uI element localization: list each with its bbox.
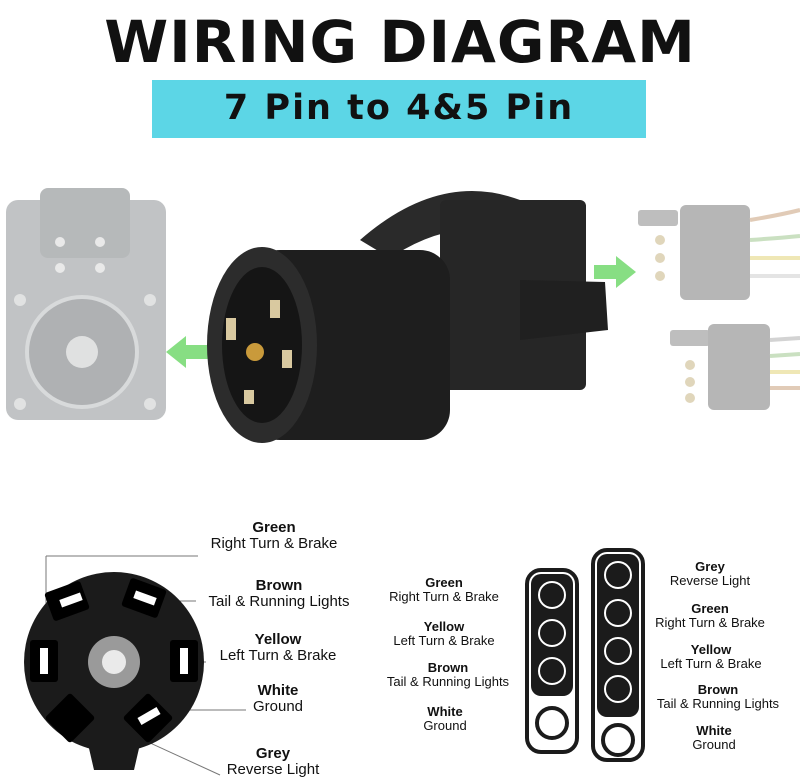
four-pin-label-white: White Ground (423, 704, 467, 733)
adapter-image (207, 191, 608, 443)
seven-pin-label-yellow: Yellow Left Turn & Brake (219, 631, 337, 664)
four-pin-label-yellow: Yellow Left Turn & Brake (393, 619, 495, 648)
seven-pin-label-grey: Grey Reverse Light (226, 745, 320, 778)
seven-pin-label-brown: Brown Tail & Running Lights (208, 577, 350, 610)
five-pin-label-white: White Ground (692, 723, 736, 752)
four-pin-plug-image (638, 205, 800, 300)
five-pin-plug-image (670, 324, 800, 410)
five-pin-label-grey: Grey Reverse Light (669, 559, 751, 588)
four-pin-label-brown: Brown Tail & Running Lights (386, 660, 510, 689)
five-pin-label-green: Green Right Turn & Brake (655, 601, 765, 630)
five-pin-label-yellow: Yellow Left Turn & Brake (660, 642, 762, 671)
four-pin-label-green: Green Right Turn & Brake (389, 575, 499, 604)
seven-pin-label-white: White Ground (252, 682, 304, 715)
arrow-left-icon (166, 336, 212, 368)
seven-pin-label-green: Green Right Turn & Brake (210, 519, 338, 552)
subtitle-band: 7 Pin to 4&5 Pin (152, 80, 646, 138)
five-pin-plug-face (591, 548, 645, 762)
diagram-subtitle: 7 Pin to 4&5 Pin (223, 88, 575, 128)
five-pin-label-brown: Brown Tail & Running Lights (656, 682, 780, 711)
arrow-right-icon (594, 256, 636, 288)
diagram-title: WIRING DIAGRAM (104, 8, 696, 76)
vehicle-socket-image (6, 188, 166, 420)
four-pin-plug-face (525, 568, 579, 754)
